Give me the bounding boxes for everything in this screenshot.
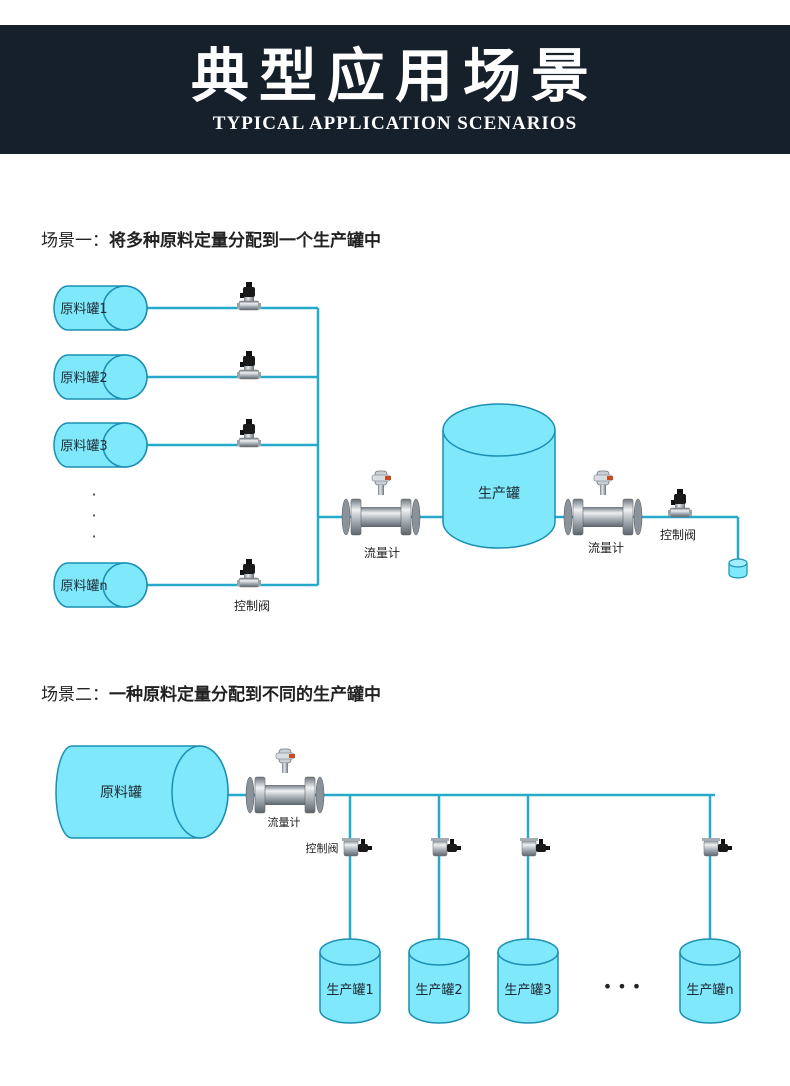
production-tank-label: 生产罐1 (326, 983, 373, 998)
scene1-title: 将多种原料定量分配到一个生产罐中 (109, 231, 381, 251)
control-valve-icon (341, 837, 373, 857)
flowmeter-label: 流量计 (588, 541, 624, 555)
ellipsis-dots: • • • (603, 977, 641, 996)
ellipsis-dot: · (91, 485, 96, 504)
scene1-heading: 场景一：将多种原料定量分配到一个生产罐中 (41, 226, 381, 251)
flowmeter-label: 流量计 (364, 546, 400, 560)
production-tank-label: 生产罐 (478, 486, 520, 502)
raw-tank-label: 原料罐3 (60, 439, 107, 454)
scene2-heading: 场景二：一种原料定量分配到不同的生产罐中 (41, 680, 381, 705)
scene1-production-tank: 生产罐 (442, 403, 556, 549)
header-banner: 典型应用场景 TYPICAL APPLICATION SCENARIOS (0, 25, 790, 154)
scene2-diagram (210, 793, 715, 950)
flowmeter-icon (245, 748, 325, 814)
scene1-raw-tank-n: 原料罐n (53, 562, 148, 608)
production-tank-label: 生产罐n (686, 983, 733, 998)
control-valve-label: 控制阀 (660, 528, 696, 542)
scene2-production-tank-n: 生产罐n (679, 938, 741, 1024)
flowmeter-icon (341, 470, 421, 536)
scene2-production-tank-2: 生产罐2 (408, 938, 470, 1024)
production-tank-label: 生产罐3 (504, 983, 551, 998)
scene2-prefix: 场景二： (41, 685, 109, 705)
page-title: 典型应用场景 (190, 42, 599, 110)
control-valve-icon (701, 837, 733, 857)
ellipsis-dot: · (91, 506, 96, 525)
control-valve-icon (236, 350, 262, 380)
flowmeter-label: 流量计 (268, 815, 301, 829)
raw-tank-label: 原料罐1 (60, 302, 107, 317)
control-valve-icon (667, 488, 693, 518)
page-subtitle: TYPICAL APPLICATION SCENARIOS (212, 113, 578, 134)
scene2-production-tank-3: 生产罐3 (497, 938, 559, 1024)
control-valve-icon (236, 558, 262, 588)
scene2-title: 一种原料定量分配到不同的生产罐中 (109, 685, 381, 705)
scene1-raw-tank-1: 原料罐1 (53, 285, 148, 331)
scene1-raw-tank-2: 原料罐2 (53, 354, 148, 400)
control-valve-icon (519, 837, 551, 857)
raw-tank-label: 原料罐 (100, 785, 142, 801)
raw-tank-label: 原料罐2 (60, 371, 107, 386)
scene1-prefix: 场景一： (41, 231, 109, 251)
control-valve-label: 控制阀 (306, 841, 339, 855)
scene2-production-tank-1: 生产罐1 (319, 938, 381, 1024)
scene2-raw-tank: 原料罐 (55, 745, 229, 839)
production-tank-label: 生产罐2 (415, 983, 462, 998)
control-valve-label: 控制阀 (234, 599, 270, 613)
output-container (728, 558, 748, 579)
control-valve-icon (236, 281, 262, 311)
raw-tank-label: 原料罐n (60, 579, 107, 594)
flowmeter-icon (563, 470, 643, 536)
control-valve-icon (430, 837, 462, 857)
scene1-raw-tank-3: 原料罐3 (53, 422, 148, 468)
ellipsis-dot: · (91, 527, 96, 546)
control-valve-icon (236, 418, 262, 448)
scene1-diagram (118, 306, 740, 587)
